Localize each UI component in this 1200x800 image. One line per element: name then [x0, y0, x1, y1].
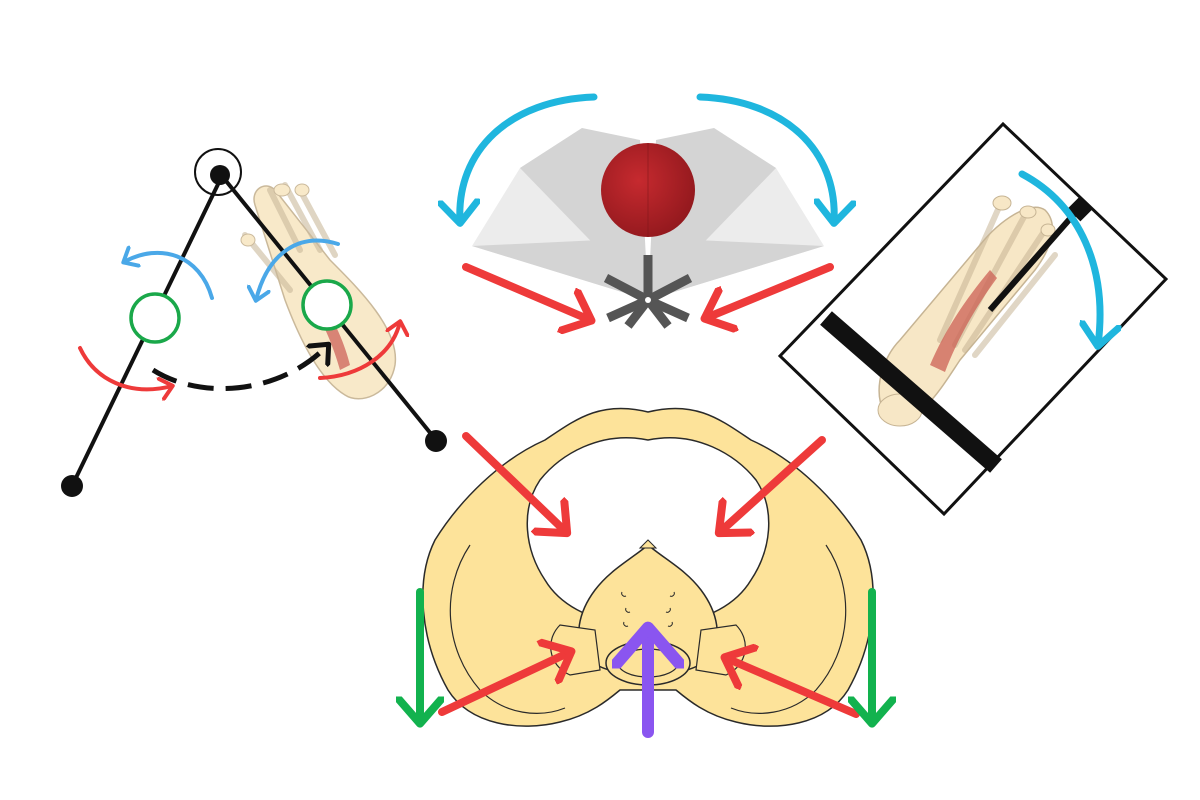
- force-arrow-icon: [726, 658, 860, 718]
- fan-contraction: [460, 93, 834, 329]
- strapped-foot: [777, 121, 1169, 517]
- force-arrow-icon: [462, 432, 566, 532]
- rotation-arrow-icon: [1018, 170, 1100, 345]
- rotation-arrow-icon: [318, 322, 400, 380]
- rotation-arrow-icon: [256, 238, 340, 300]
- force-arrow-icon: [720, 436, 826, 532]
- joint-ring-icon: [129, 292, 181, 344]
- motion-arc-icon: [151, 345, 328, 392]
- endpoint-dot-icon: [61, 475, 83, 497]
- rotation-arrow-icon: [124, 253, 214, 300]
- lever-diagram: [61, 148, 447, 497]
- endpoint-dot-icon: [425, 430, 447, 452]
- hub-icon: [603, 255, 693, 329]
- pivot-dot-icon: [210, 165, 230, 185]
- force-arrow-icon: [706, 263, 834, 318]
- foot-bones-right: [877, 195, 1058, 427]
- force-arrow-icon: [462, 263, 590, 320]
- pivot-ring-icon: [194, 148, 242, 196]
- rotation-arrow-icon: [78, 346, 172, 389]
- rotation-arrow-icon: [460, 93, 598, 222]
- pelvis: [420, 407, 873, 738]
- force-arrow-icon: [438, 652, 570, 716]
- rotation-arrow-icon: [696, 93, 834, 222]
- joint-ring-icon: [301, 279, 353, 331]
